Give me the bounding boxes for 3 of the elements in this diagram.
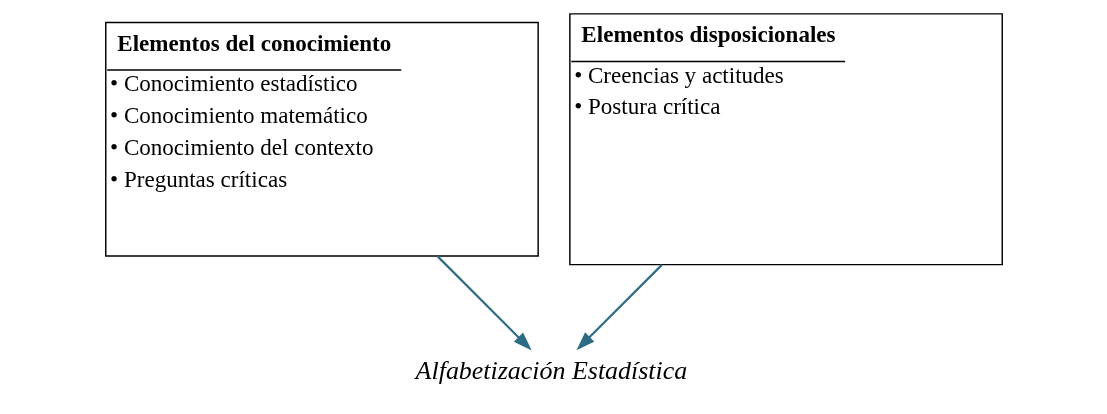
node-text: Alfabetización Estadística (415, 356, 687, 386)
arrow (436, 255, 532, 351)
arrow (575, 264, 663, 351)
